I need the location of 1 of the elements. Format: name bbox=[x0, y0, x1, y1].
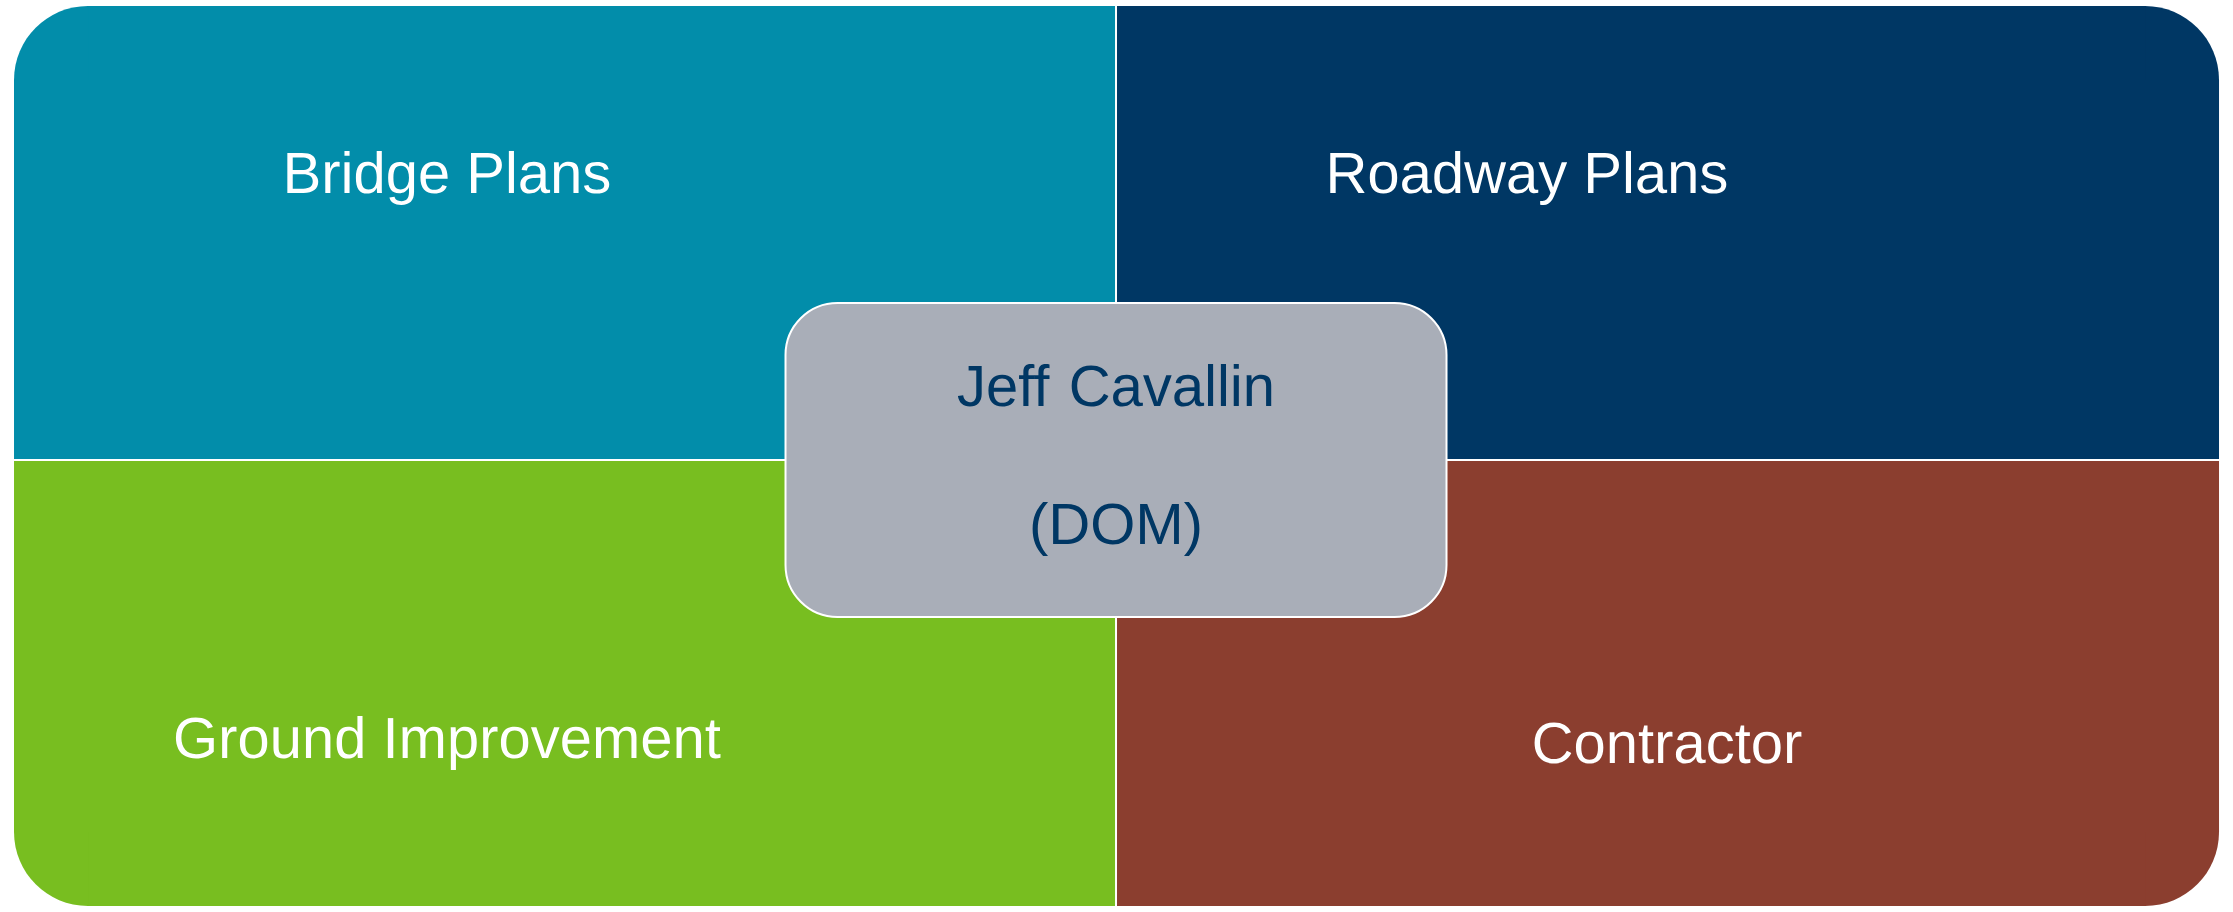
center-box: Jeff Cavallin (DOM) bbox=[784, 302, 1448, 618]
